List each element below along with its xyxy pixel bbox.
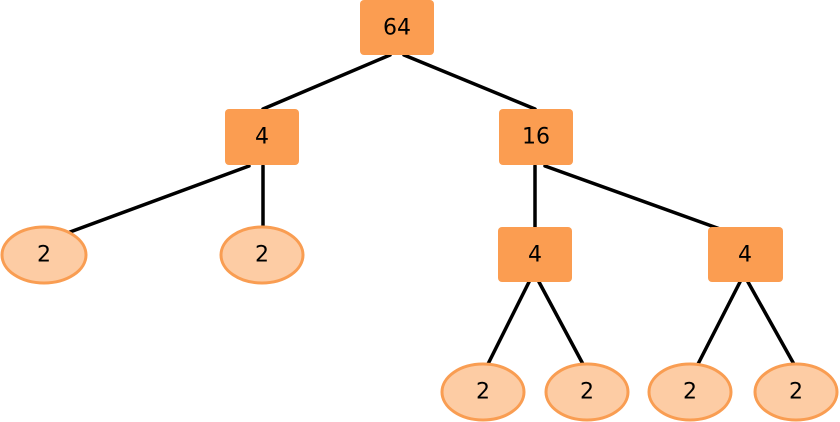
prime-leaf-label: 2 [580, 380, 594, 405]
node-left-composite: 4 [225, 109, 299, 165]
edge-64-to-16 [402, 53, 537, 111]
tree-edges [68, 53, 797, 368]
node-label-right-right: 4 [738, 243, 752, 268]
prime-leaf-label: 2 [37, 243, 51, 268]
prime-leaf: 2 [219, 225, 305, 285]
prime-leaf-oval [647, 362, 733, 422]
composite-node-box [225, 109, 299, 165]
edge-4b-to-2-left [485, 280, 531, 368]
prime-leaf-label: 2 [683, 380, 697, 405]
edge-4-to-2-left [68, 164, 251, 234]
prime-leaf-oval [544, 362, 630, 422]
edge-4c-to-2-left [695, 280, 742, 368]
prime-leaf-label: 2 [789, 380, 803, 405]
node-label-right-left: 4 [528, 243, 542, 268]
edge-16-to-4-right [543, 164, 722, 231]
edge-64-to-4 [261, 53, 392, 111]
node-label-right: 16 [522, 125, 550, 150]
prime-leaf: 2 [0, 225, 88, 285]
prime-leaf: 2 [544, 362, 630, 422]
prime-leaf: 2 [440, 362, 526, 422]
node-right-composite: 16 [499, 109, 573, 165]
prime-leaf: 2 [753, 362, 839, 422]
composite-node-box [708, 227, 783, 282]
node-right-left-composite: 4 [498, 227, 572, 282]
prime-leaf-oval [440, 362, 526, 422]
edge-4b-to-2-right [537, 280, 586, 368]
node-label-root: 64 [383, 16, 411, 41]
composite-node-box [498, 227, 572, 282]
composite-node-box [360, 0, 434, 55]
node-label-left: 4 [255, 125, 269, 150]
composite-node-box [499, 109, 573, 165]
node-right-right-composite: 4 [708, 227, 783, 282]
edge-4c-to-2-right [746, 280, 797, 368]
prime-leaf-oval [0, 225, 88, 285]
prime-leaf-label: 2 [255, 243, 269, 268]
prime-leaf-label: 2 [476, 380, 490, 405]
prime-leaf-oval [219, 225, 305, 285]
node-root: 64 [360, 0, 434, 55]
prime-leaf-oval [753, 362, 839, 422]
prime-leaf: 2 [647, 362, 733, 422]
